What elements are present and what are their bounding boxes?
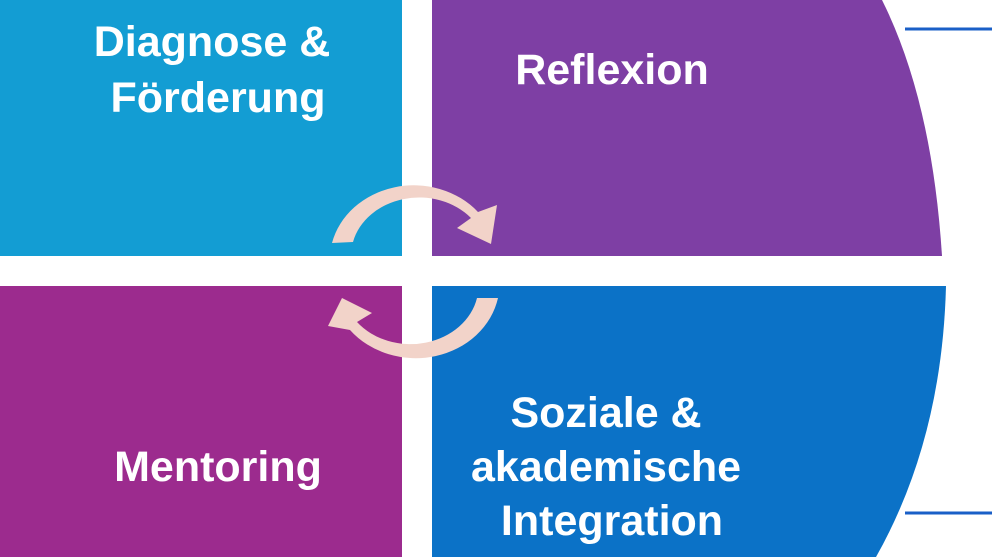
label-line: Förderung: [111, 74, 326, 122]
label-reflexion: Reflexion: [515, 46, 709, 94]
arrow-clockwise-bottom-icon: [328, 298, 498, 359]
label-soziale-integration: Soziale & akademische Integration: [471, 389, 753, 545]
label-mentoring: Mentoring: [114, 443, 322, 491]
label-line: Integration: [501, 497, 723, 545]
label-line: Mentoring: [114, 443, 322, 491]
label-line: Diagnose &: [94, 18, 331, 66]
quadrant-diagnose-foerderung: [0, 0, 402, 256]
quadrant-reflexion: [432, 0, 942, 256]
quadrant-soziale-integration: [432, 286, 946, 557]
quadrant-mentoring: [0, 286, 402, 557]
label-line: Soziale &: [510, 389, 701, 437]
arrow-clockwise-top-icon: [332, 185, 497, 244]
label-line: Reflexion: [515, 46, 709, 94]
label-diagnose-foerderung: Diagnose & Förderung: [94, 18, 343, 122]
label-line: akademische: [471, 443, 741, 491]
